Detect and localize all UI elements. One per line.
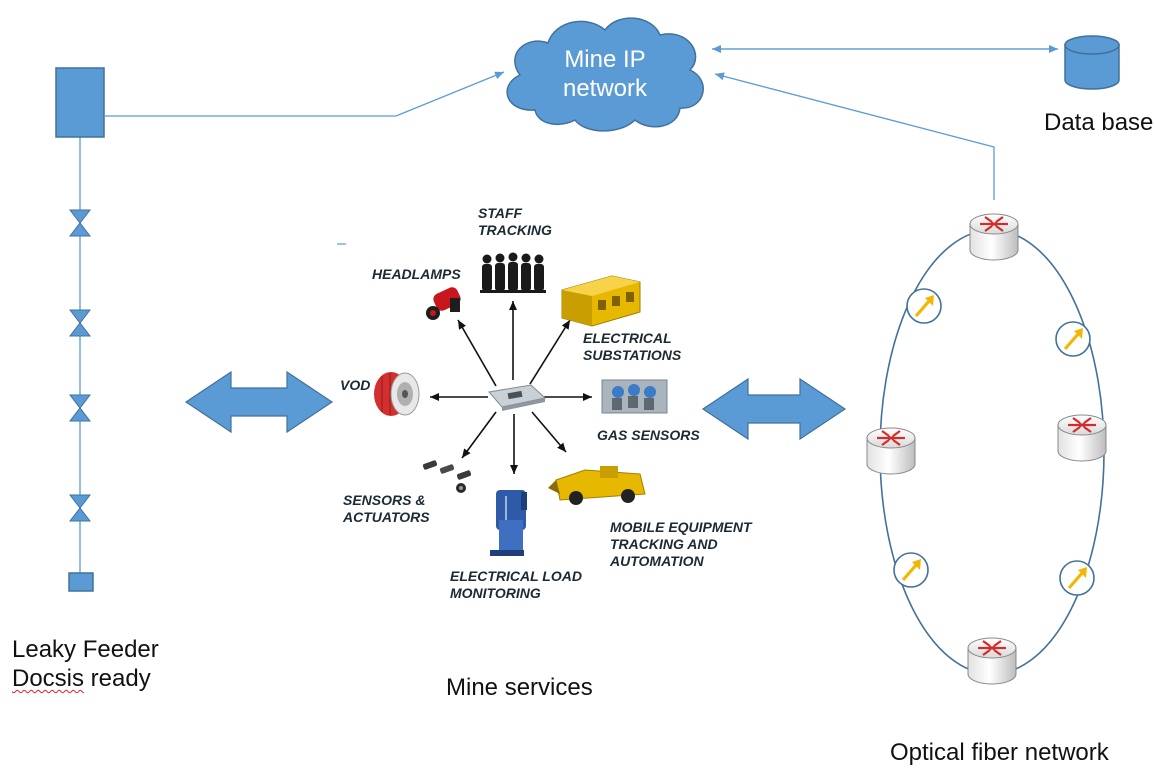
router-icon [1056,413,1108,463]
vod-fan-icon [374,372,420,416]
services-optical-double-arrow [701,377,847,441]
sensors-actuators-icon [422,460,472,493]
electrical-substations-line1: ELECTRICAL [583,330,672,346]
vod-label: VOD [340,377,371,393]
electrical-load-pump-icon [490,490,527,556]
mobile-equipment-line1: MOBILE EQUIPMENT [610,519,752,535]
central-controller-icon [488,384,547,411]
sensors-actuators-line2: ACTUATORS [343,509,430,525]
valve-icon [69,309,91,337]
amplifier-icon [1058,559,1096,597]
leaky-feeder-head-unit [55,67,105,138]
staff-tracking-line2: TRACKING [478,222,552,238]
ready-word: ready [84,665,151,692]
cloud-label: Mine IP network [540,45,670,103]
staff-tracking-line1: STAFF [478,205,523,221]
electrical-load-label: ELECTRICAL LOAD MONITORING [450,568,582,602]
leaky-feeder-line2: Docsis ready [12,664,159,693]
amplifier-icon [1054,320,1092,358]
gas-sensors-icon [601,379,668,414]
sensors-actuators-label: SENSORS & ACTUATORS [343,492,430,526]
amplifier-icon [892,551,930,589]
router-icon [968,212,1020,262]
electrical-substations-label: ELECTRICAL SUBSTATIONS [583,330,681,364]
gas-sensors-label: GAS SENSORS [597,427,700,443]
mobile-equipment-icon [548,466,646,505]
mine-services-label: Mine services [446,674,593,701]
electrical-load-line1: ELECTRICAL LOAD [450,568,582,584]
mobile-equipment-label: MOBILE EQUIPMENT TRACKING AND AUTOMATION [610,519,752,570]
mobile-equipment-line2: TRACKING AND [610,536,718,552]
database-icon [1064,35,1120,90]
mine-ip-network-cloud [506,17,704,132]
amplifier-icon [905,287,943,325]
feeder-cloud-link [104,71,505,117]
leaky-feeder-label: Leaky Feeder Docsis ready [12,635,159,693]
optical-fiber-network-label: Optical fiber network [890,739,1109,766]
valve-icon [69,394,91,422]
electrical-substations-line2: SUBSTATIONS [583,347,682,363]
leaky-feeder-line1: Leaky Feeder [12,636,159,663]
staff-tracking-label: STAFF TRACKING [478,205,552,239]
headlamps-label: HEADLAMPS [372,266,461,282]
router-icon [865,426,917,476]
headlamp-icon [426,287,461,320]
router-icon [966,636,1018,686]
leaky-feeder-end-unit [68,572,94,592]
sensors-actuators-line1: SENSORS & [343,492,426,508]
optical-fiber-ring [865,212,1108,686]
docsis-word: Docsis [12,665,85,692]
electrical-load-line2: MONITORING [450,585,541,601]
electrical-substation-icon [561,275,641,327]
database-label: Data base [1044,109,1154,136]
valve-icon [69,209,91,237]
cloud-label-line2: network [562,75,648,102]
staff-tracking-icon [480,252,546,293]
mobile-equipment-line3: AUTOMATION [610,553,704,569]
leaky-feeder-line [55,67,105,592]
cloud-label-line1: Mine IP [564,46,646,73]
feeder-services-double-arrow [184,370,334,434]
valve-icon [69,494,91,522]
optical-cloud-link [714,72,995,200]
service-spokes [430,301,592,474]
